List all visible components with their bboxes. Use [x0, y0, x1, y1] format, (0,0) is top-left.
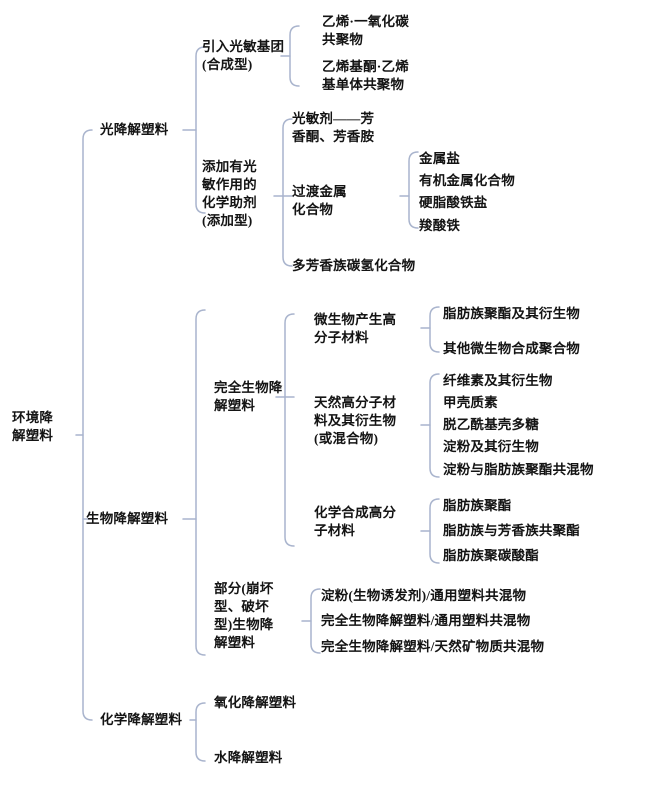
node-starch-aliphatic-polyester-blend[interactable]: 淀粉与脂肪族聚酯共混物: [443, 462, 594, 477]
node-microbial-produced-polymer-material[interactable]: 微生物产生高 分子材料: [314, 312, 397, 345]
node-introduce-photosensitive-group[interactable]: 引入光敏基团 (合成型): [202, 39, 285, 72]
node-partially-biodegradable-plastics[interactable]: 部分(崩坏 型、破坏 型)生物降 解塑料: [214, 581, 274, 650]
node-root[interactable]: 环境降 解塑料: [12, 410, 54, 443]
node-transition-metal-compound[interactable]: 过渡金属 化合物: [292, 184, 347, 217]
node-fully-biodegradable-general-plastic-blend[interactable]: 完全生物降解塑料/通用塑料共混物: [321, 613, 531, 628]
root-bracket: [82, 129, 93, 721]
node-aliphatic-aromatic-copolyester[interactable]: 脂肪族与芳香族共聚酯: [443, 523, 580, 538]
node-water-degradable-plastics[interactable]: 水降解塑料: [214, 750, 283, 765]
bio-full-1-bracket: [429, 306, 440, 353]
node-ethylene-carbon-monoxide-copolymer[interactable]: 乙烯·一氧化碳 共聚物: [322, 14, 409, 47]
node-cellulose-and-derivatives[interactable]: 纤维素及其衍生物: [443, 373, 553, 388]
node-vinyl-ketone-vinyl-monomer-copolymer[interactable]: 乙烯基酮·乙烯 基单体共聚物: [322, 59, 409, 92]
bio-full-bracket: [284, 313, 295, 547]
bio-full-3-bracket: [429, 498, 440, 564]
node-natural-polymer-material-and-derivatives[interactable]: 天然高分子材 料及其衍生物 (或混合物): [314, 395, 397, 446]
node-chemically-degradable-plastics[interactable]: 化学降解塑料: [100, 712, 183, 727]
node-chitin[interactable]: 甲壳质素: [443, 395, 498, 410]
chem-bracket: [195, 702, 206, 762]
bio-part-bracket: [310, 588, 321, 654]
bio-bracket: [195, 309, 206, 656]
node-oxidatively-degradable-plastics[interactable]: 氧化降解塑料: [214, 695, 297, 710]
node-other-microbial-synthesized-polymers[interactable]: 其他微生物合成聚合物: [443, 341, 580, 356]
photo-b2-bracket: [408, 151, 419, 229]
node-iron-stearate[interactable]: 硬脂酸铁盐: [419, 195, 488, 210]
bio-full-2-bracket: [429, 373, 440, 478]
node-organometallic-compound[interactable]: 有机金属化合物: [419, 173, 515, 188]
node-aliphatic-polycarbonate[interactable]: 脂肪族聚碳酸酯: [443, 548, 539, 563]
node-metal-salt[interactable]: 金属盐: [419, 151, 461, 166]
node-chitosan[interactable]: 脱乙酰基壳多糖: [443, 417, 539, 432]
node-aliphatic-polyester[interactable]: 脂肪族聚酯: [443, 498, 512, 513]
node-aliphatic-polyester-and-derivatives[interactable]: 脂肪族聚酯及其衍生物: [443, 306, 580, 321]
node-photosensitizer-aromatic-ketone-amine[interactable]: 光敏剂——芳 香酮、芳香胺: [292, 111, 375, 144]
node-fully-biodegradable-natural-mineral-blend[interactable]: 完全生物降解塑料/天然矿物质共混物: [321, 639, 545, 654]
node-fully-biodegradable-plastics[interactable]: 完全生物降 解塑料: [214, 380, 283, 413]
photo-b-bracket: [282, 118, 293, 267]
photo-a-bracket: [289, 25, 300, 87]
node-polyaromatic-hydrocarbon[interactable]: 多芳香族碳氢化合物: [292, 258, 416, 273]
node-starch-and-derivatives[interactable]: 淀粉及其衍生物: [443, 439, 539, 454]
node-add-photosensitive-chemical-additive[interactable]: 添加有光 敏作用的 化学助剂 (添加型): [202, 159, 257, 228]
node-iron-carboxylate[interactable]: 羧酸铁: [419, 218, 461, 233]
node-photodegradable-plastics[interactable]: 光降解塑料: [100, 122, 169, 137]
node-chemically-synthesized-polymer-material[interactable]: 化学合成高分 子材料: [314, 505, 397, 538]
node-biodegradable-plastics[interactable]: 生物降解塑料: [86, 511, 169, 526]
node-starch-bioinducer-general-plastic-blend[interactable]: 淀粉(生物诱发剂)/通用塑料共混物: [321, 588, 527, 603]
